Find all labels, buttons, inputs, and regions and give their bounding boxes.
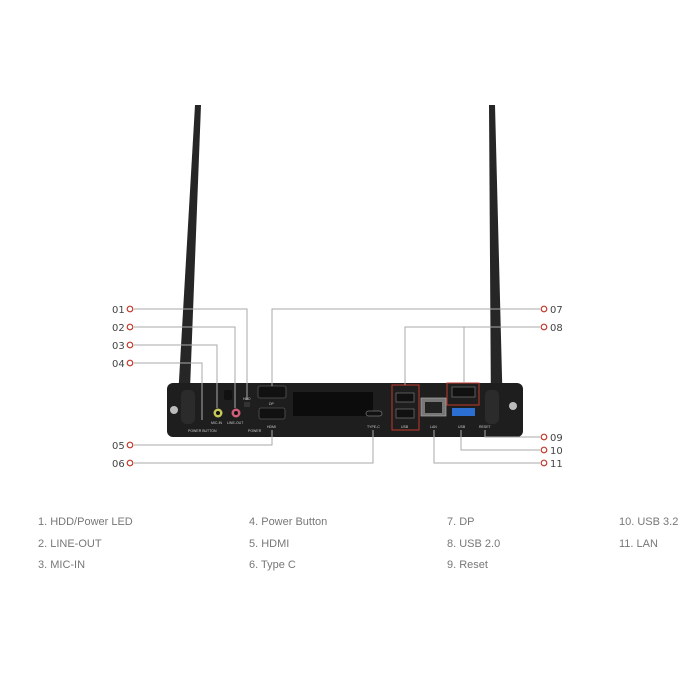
device-label: USB [401,425,409,429]
legend-item: 8. USB 2.0 [447,538,501,550]
legend-item: 11. LAN [619,538,658,550]
dp-port [257,385,287,399]
screw-left [170,406,178,414]
device-label: MIC-IN [211,421,223,425]
svg-text:03: 03 [112,341,125,352]
legend-item: 10. USB 3.2 [619,516,679,528]
usb-port [451,386,476,398]
hdmi-port [258,407,286,420]
svg-text:04: 04 [112,359,125,370]
device-label: LAN [430,425,437,429]
callout-06: 06 [112,459,134,470]
callout-09: 09 [540,433,563,444]
usb-port [395,408,415,419]
callout-10: 10 [540,446,563,457]
power-button [224,390,232,400]
device-label: TYPE-C [367,425,380,429]
legend-item: 3. MIC-IN [38,559,86,571]
svg-text:02: 02 [112,323,125,334]
svg-text:11: 11 [550,459,563,470]
device-label: DP [269,402,275,406]
hdd-led [244,402,250,407]
callout-02: 02 [112,323,134,334]
legend-item: 5. HDMI [249,538,290,550]
callout-07: 07 [540,305,563,316]
legend-item: 2. LINE-OUT [38,538,102,550]
antenna-base-right [485,390,499,424]
callout-01: 01 [112,305,134,316]
legend-item: 1. HDD/Power LED [38,516,133,528]
usb-port [395,392,415,403]
device-label: HDMI [267,425,276,429]
callout-04: 04 [112,359,134,370]
right-antenna [489,105,503,415]
svg-text:10: 10 [550,446,563,457]
callout-08: 08 [540,323,563,334]
legend-item: 4. Power Button [249,516,328,528]
svg-text:08: 08 [550,323,563,334]
callout-11: 11 [540,459,563,470]
callout-03: 03 [112,341,134,352]
leader-lines [134,308,540,464]
legend-item: 9. Reset [447,559,488,571]
device-label: POWER [248,429,262,433]
svg-text:09: 09 [550,433,563,444]
screw-right [509,402,517,410]
callout-05: 05 [112,441,134,452]
left-antenna [177,105,201,415]
device-label: POWER BUTTON [188,429,217,433]
legend-item: 6. Type C [249,559,296,571]
svg-text:05: 05 [112,441,125,452]
vent-grille [293,392,373,416]
legend-item: 7. DP [447,516,475,528]
usb-2-0-right-highlight [446,382,480,406]
svg-text:06: 06 [112,459,125,470]
device-label: LINE-OUT [227,421,244,425]
device-label: USB [458,425,466,429]
usb-3-2-port [452,408,475,416]
svg-text:07: 07 [550,305,563,316]
antenna-base-left [181,390,195,424]
device-label: RESET [479,425,492,429]
svg-text:01: 01 [112,305,125,316]
type-c-port [365,410,383,417]
